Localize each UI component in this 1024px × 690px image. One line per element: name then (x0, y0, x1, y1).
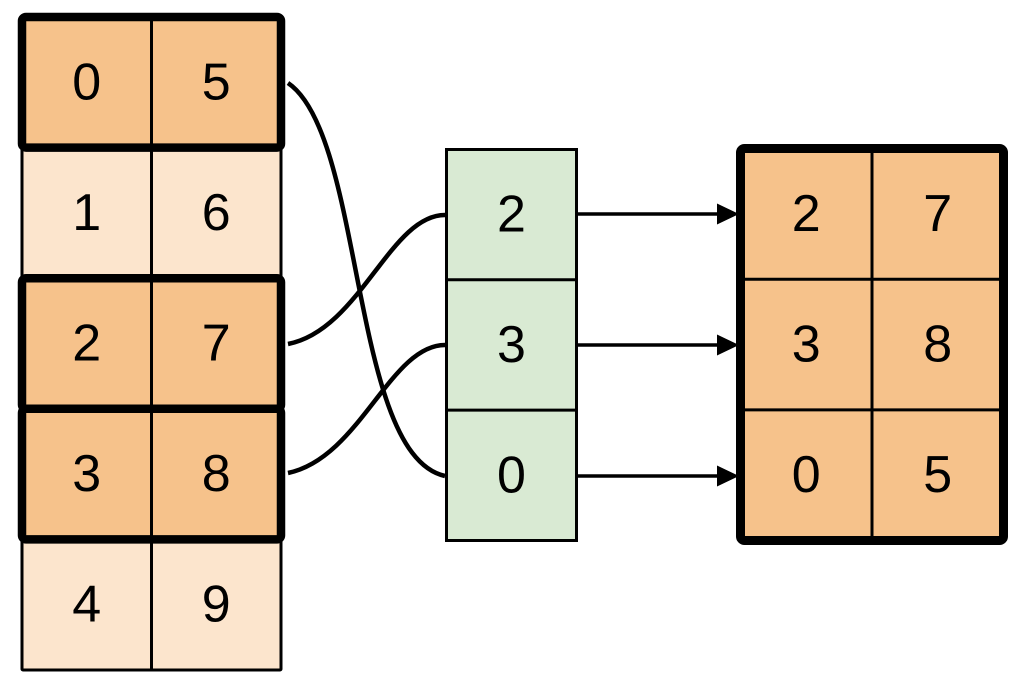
source-cell-r2c1: 7 (202, 315, 231, 373)
index-cell-1: 3 (497, 316, 526, 374)
source-cell-r3c0: 3 (72, 445, 101, 503)
result-cell-r1c1: 8 (923, 316, 952, 374)
result-cell-r2c1: 5 (923, 446, 952, 504)
result-cell-r2c0: 0 (792, 446, 821, 504)
source-cell-r0c1: 5 (202, 53, 231, 111)
arrowhead-icon (717, 203, 739, 225)
result-cell-r0c0: 2 (792, 185, 821, 243)
result-table: 2 7 3 8 0 5 (736, 144, 1008, 545)
source-cell-r0c0: 0 (72, 53, 101, 111)
result-cell-r1c0: 3 (792, 316, 821, 374)
arrowhead-icon (717, 465, 739, 487)
index-links (286, 81, 446, 479)
index-cell-2: 0 (497, 446, 526, 504)
source-cell-r1c0: 1 (72, 184, 101, 242)
source-cell-r2c0: 2 (72, 315, 101, 373)
link-curve-index-2 (287, 212, 446, 347)
arrowhead-icon (717, 334, 739, 356)
result-arrows (578, 203, 739, 487)
source-cell-r1c1: 6 (202, 184, 231, 242)
source-cell-r3c1: 8 (202, 445, 231, 503)
result-cell-r0c1: 7 (923, 185, 952, 243)
source-cell-r4c0: 4 (72, 576, 101, 634)
index-column-box (445, 148, 578, 542)
source-cell-r4c1: 9 (202, 576, 231, 634)
source-table: 0 5 1 6 2 7 3 8 4 9 (17, 12, 286, 672)
index-cell-0: 2 (497, 186, 526, 244)
link-curve-index-3 (287, 342, 446, 476)
index-column: 2 3 0 (445, 148, 578, 542)
